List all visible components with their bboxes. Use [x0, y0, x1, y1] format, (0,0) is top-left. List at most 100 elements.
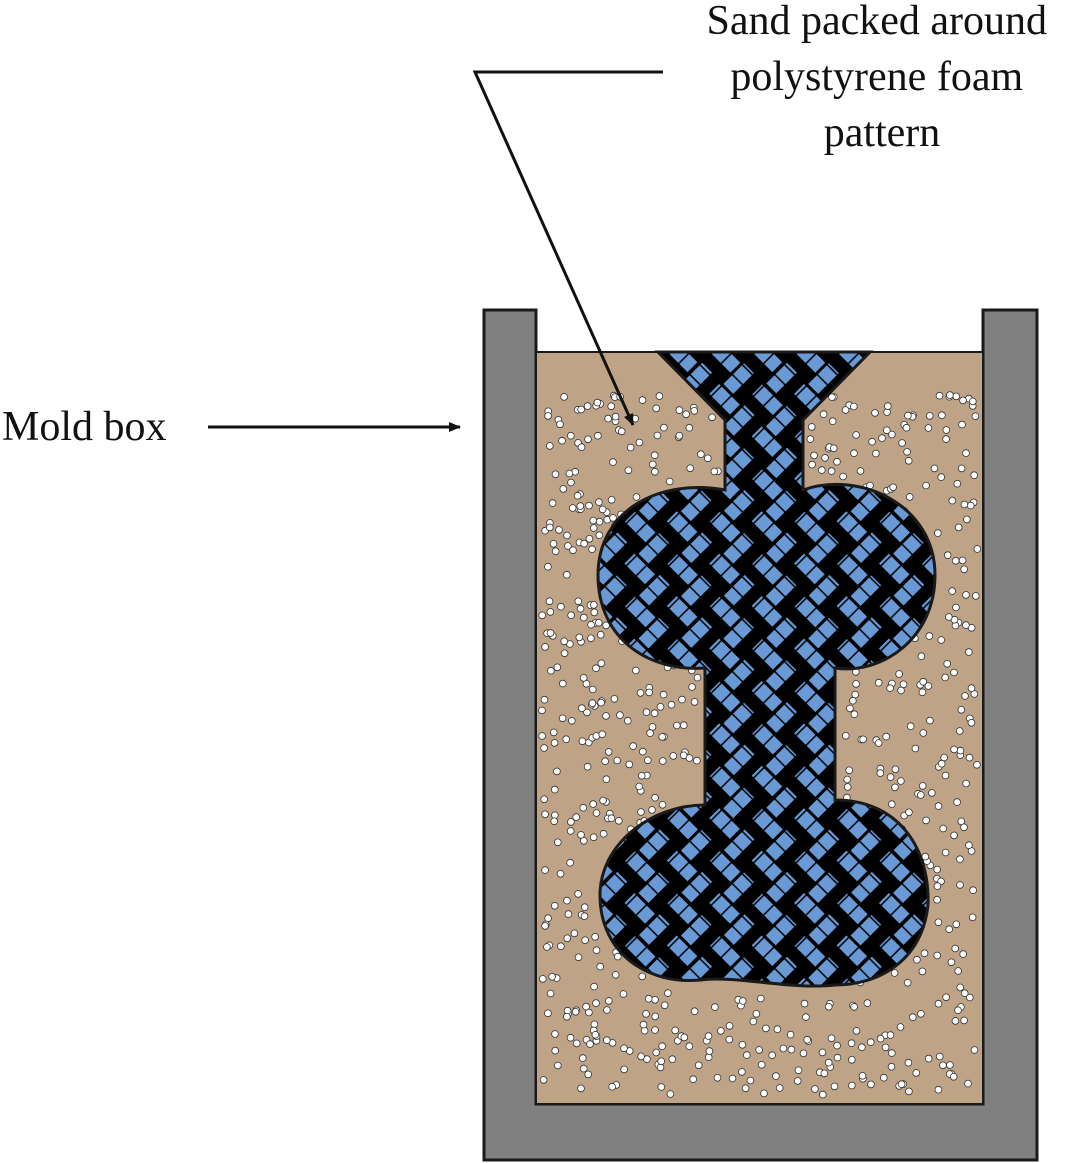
sand-grain [570, 929, 579, 938]
sand-grain [779, 1044, 788, 1053]
sand-grain [833, 1041, 841, 1050]
sand-grain [951, 556, 960, 565]
sand-grain [644, 994, 653, 1003]
sand-grain [895, 670, 903, 678]
sand-grain [690, 698, 699, 706]
sand-grain [902, 423, 911, 432]
sand-grain [655, 392, 664, 400]
sand-grain [843, 783, 852, 791]
sand-grain [883, 402, 892, 410]
sand-grain [811, 1085, 819, 1093]
sand-grain [566, 1033, 575, 1042]
sand-grain [541, 810, 549, 819]
sand-grain [937, 759, 946, 768]
sand-grain [827, 467, 836, 475]
sand-grain [599, 829, 608, 838]
sand-grain [550, 901, 559, 910]
sand-grain [941, 673, 949, 682]
sand-grain [658, 800, 667, 809]
sand-grain [969, 886, 977, 894]
sand-grain [897, 777, 905, 785]
sand-grain [911, 744, 920, 753]
sand-grain [919, 677, 927, 686]
sand-grain [602, 775, 611, 783]
sand-grain [579, 1064, 588, 1073]
sand-grain [585, 501, 593, 510]
sand-grain [580, 912, 589, 920]
sand-grain [632, 493, 641, 501]
sand-grain [666, 1090, 675, 1098]
sand-grain [651, 995, 659, 1004]
mold-box-label: Mold box [2, 404, 167, 450]
sand-grain [951, 944, 959, 953]
sand-grain [738, 997, 747, 1005]
sand-grain [652, 1048, 660, 1057]
sand-grain [725, 1035, 734, 1044]
sand-grain [642, 1010, 650, 1018]
sand-grain [659, 690, 668, 699]
sand-grain [583, 762, 592, 771]
sand-grain [924, 1054, 933, 1063]
sand-grain [682, 410, 690, 419]
sand-grain [908, 1013, 917, 1021]
sand-grain [635, 782, 643, 791]
sand-grain [968, 913, 977, 922]
sand-grain [703, 454, 712, 463]
sand-grain [934, 999, 943, 1008]
sand-grain [577, 1084, 585, 1093]
sand-grain [926, 716, 934, 725]
sand-grain [598, 505, 607, 514]
sand-grain [918, 782, 927, 790]
sand-grain [937, 473, 945, 481]
sand-grain [658, 757, 667, 765]
sand-grain [802, 1013, 810, 1021]
sand-grain [617, 427, 626, 436]
sand-grain [539, 1076, 548, 1084]
sand-grain [903, 447, 911, 456]
sand-grain [887, 800, 896, 808]
sand-grain [919, 729, 928, 737]
sand-grain [888, 430, 896, 439]
sand-grain [586, 1040, 594, 1048]
sand-grain [927, 789, 936, 797]
sand-grain [934, 918, 943, 927]
sand-grain [897, 686, 905, 695]
sand-grain [874, 739, 883, 747]
sand-grain [693, 756, 701, 765]
sand-grain [872, 449, 880, 458]
sand-grain [657, 1057, 665, 1066]
sand-grain [954, 967, 962, 975]
sand-grain [956, 881, 964, 889]
sand-grain [851, 690, 860, 699]
sand-grain [967, 684, 976, 692]
sand-grain [558, 679, 567, 688]
sand-grain [551, 470, 560, 479]
sand-grain [960, 500, 969, 509]
sand-grain [588, 685, 597, 694]
sand-grain [604, 748, 613, 756]
sand-grain [572, 813, 580, 821]
sand-grain [608, 1082, 616, 1091]
sand-grain [567, 611, 575, 619]
sand-grain [574, 890, 582, 898]
sand-grain [833, 457, 841, 466]
sand-grain [913, 955, 921, 964]
sand-grain [708, 413, 716, 422]
sand-grain [968, 397, 977, 406]
sand-grain [595, 517, 604, 526]
sand-grain [563, 934, 572, 943]
sand-grain [850, 1003, 858, 1011]
sand-grain [563, 1012, 571, 1021]
sand-grain [939, 824, 947, 833]
sand-grain [688, 683, 696, 691]
sand-grain [607, 814, 616, 822]
sand-grain [637, 808, 645, 816]
sand-grain [904, 411, 912, 420]
sand-grain [847, 1039, 856, 1047]
sand-grain [576, 604, 585, 613]
sand-grain [953, 798, 961, 806]
sand-grain [841, 731, 850, 740]
sand-grain [924, 424, 933, 432]
sand-grain [595, 498, 603, 506]
sand-grain [581, 936, 589, 945]
